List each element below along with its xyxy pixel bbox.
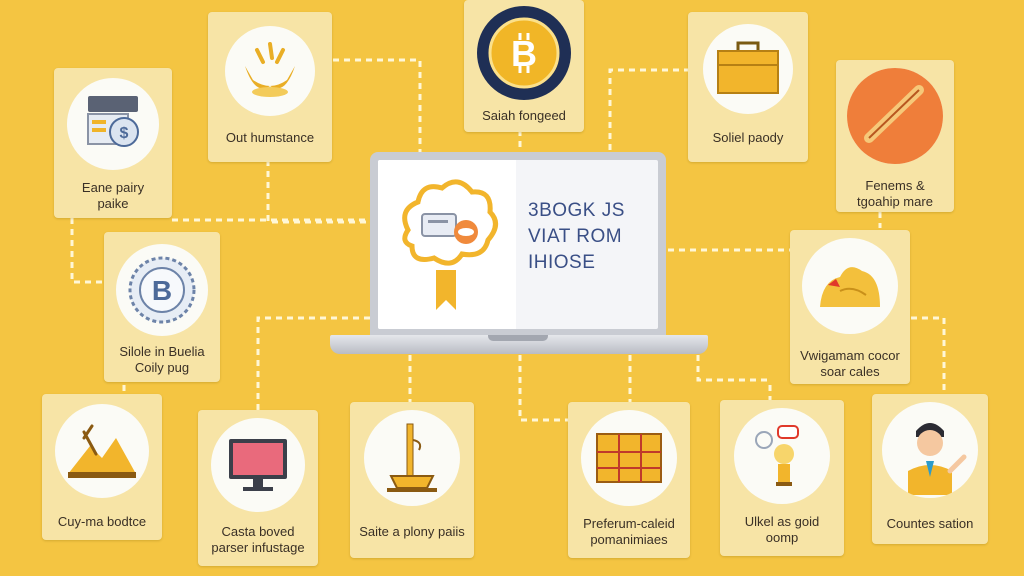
node-label: Saiah fongeed — [482, 108, 566, 123]
node-lightbulb: Ulkel as goid oomp — [720, 400, 844, 556]
node-circle — [882, 402, 978, 498]
node-mountain: Cuy-ma bodtce — [42, 394, 162, 540]
node-circle — [364, 410, 460, 506]
node-circle — [55, 404, 149, 498]
node-b-coin: B Silole in Buelia Coily pug — [104, 232, 220, 382]
node-person: Countes sation — [872, 394, 988, 544]
node-circle — [211, 418, 305, 512]
node-monitor: Casta boved parser infustage — [198, 410, 318, 566]
laptop-display: 3BOGK JS VIAT ROM IHIOSE — [378, 160, 658, 329]
node-stick: Fenems & tgoahip mare — [836, 60, 954, 212]
node-gold-blob: Vwigamam cocor soar cales — [790, 230, 910, 384]
svg-text:B: B — [511, 33, 537, 74]
node-circle — [802, 238, 898, 334]
node-circle — [581, 410, 677, 506]
node-server: $ Eane pairy paike — [54, 68, 172, 218]
monitor-icon — [229, 439, 287, 491]
laptop-left-panel — [378, 160, 516, 329]
laptop-title: 3BOGK JS VIAT ROM IHIOSE — [528, 200, 625, 273]
cloud-ribbon-icon — [402, 179, 498, 310]
drill-icon — [387, 423, 437, 492]
gold-blob-icon — [820, 267, 880, 307]
laptop-base — [330, 335, 708, 354]
lightbulb-icon — [755, 425, 799, 486]
briefcase-icon — [717, 41, 779, 94]
node-circle: B — [116, 244, 208, 336]
node-label: Vwigamam cocor soar cales — [800, 348, 900, 379]
laptop-screen: 3BOGK JS VIAT ROM IHIOSE — [370, 152, 666, 337]
node-label: Fenems & tgoahip mare — [857, 178, 933, 209]
node-briefcase: Soliel paody — [688, 12, 808, 162]
node-circle — [703, 24, 793, 114]
node-label: Soliel paody — [712, 130, 784, 145]
grid-box-icon — [596, 433, 662, 483]
stick-icon — [847, 68, 943, 164]
node-label: Casta boved parser infustage — [211, 524, 305, 555]
laptop-notch — [488, 335, 548, 341]
mountain-icon — [68, 424, 136, 478]
node-circle — [734, 408, 830, 504]
node-circle — [847, 68, 943, 164]
node-label: Eane pairy paike — [81, 180, 145, 211]
node-label: Silole in Buelia Coily pug — [119, 344, 205, 375]
node-label: Out humstance — [225, 130, 315, 145]
node-circle: $ — [67, 78, 159, 170]
node-label: Preferum-caleid pomanimiaes — [583, 516, 675, 547]
node-label: Cuy-ma bodtce — [57, 514, 147, 529]
node-drill: Saite a plony paiis — [350, 402, 474, 558]
person-icon — [908, 423, 967, 495]
abstract-shapes-icon — [245, 42, 295, 97]
server-coin-icon: $ — [87, 96, 139, 147]
node-bitcoin: B Saiah fongeed — [464, 0, 584, 132]
node-circle — [225, 26, 315, 116]
node-label: Ulkel as goid oomp — [744, 514, 820, 545]
b-coin-icon: B — [128, 256, 196, 324]
svg-text:$: $ — [120, 125, 129, 142]
bitcoin-icon: B — [488, 17, 560, 89]
node-grid-box: Preferum-caleid pomanimiaes — [568, 402, 690, 558]
node-circle: B — [477, 6, 571, 100]
node-out-humstance: Out humstance — [208, 12, 332, 162]
node-label: Saite a plony paiis — [359, 524, 465, 539]
node-label: Countes sation — [886, 516, 974, 531]
svg-text:B: B — [152, 275, 172, 306]
